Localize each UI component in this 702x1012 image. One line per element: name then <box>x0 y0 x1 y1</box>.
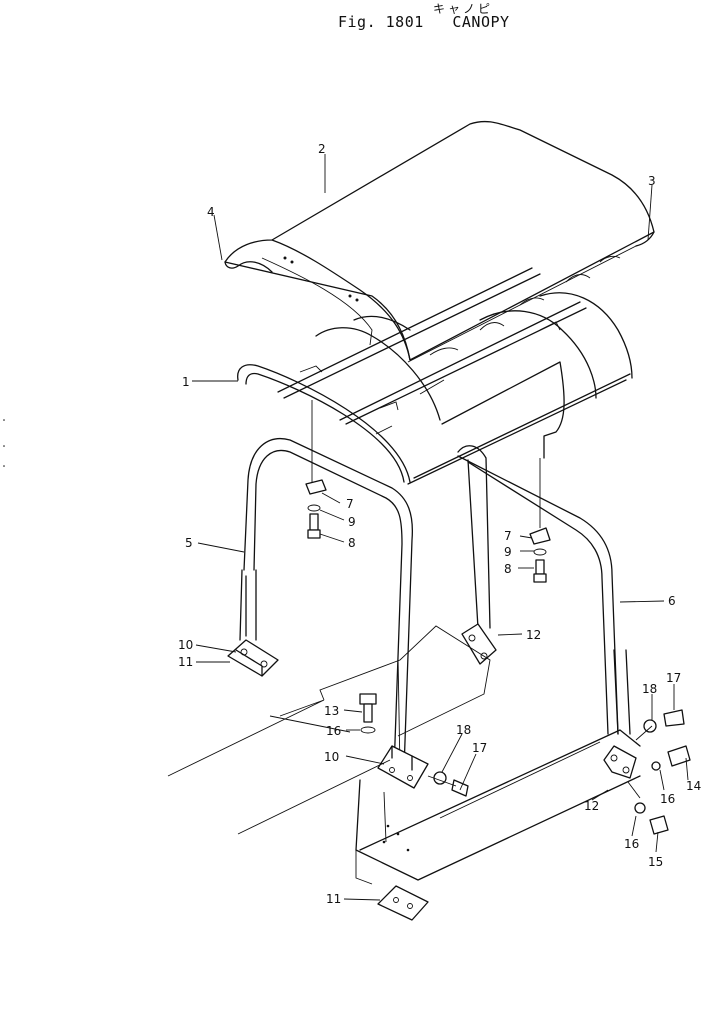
callout-10-front: 10 <box>324 750 339 764</box>
callout-15: 15 <box>648 855 663 869</box>
figure-number: Fig. 1801 <box>338 13 424 31</box>
callout-13: 13 <box>324 704 339 718</box>
figure-name: CANOPY <box>452 13 510 31</box>
callout-8-left: 8 <box>348 536 356 550</box>
callout-12-right: 12 <box>584 799 599 813</box>
callout-5: 5 <box>185 536 193 550</box>
right-roll-bar <box>457 455 631 735</box>
callout-18-right: 18 <box>642 682 657 696</box>
callout-17-front: 17 <box>472 741 487 755</box>
machine-body-outline <box>167 625 641 885</box>
right-side-bracket <box>603 745 637 779</box>
clamp-and-bolt-left <box>305 400 327 539</box>
callout-17-right: 17 <box>666 671 681 685</box>
callout-9-left: 9 <box>348 515 356 529</box>
callout-11-left: 11 <box>178 655 193 669</box>
callout-6: 6 <box>668 594 676 608</box>
margin-marks <box>3 419 5 467</box>
canopy-frame <box>237 267 633 485</box>
callout-1: 1 <box>182 375 190 389</box>
callout-16-left: 16 <box>326 724 341 738</box>
callout-9-right: 9 <box>504 545 512 559</box>
callout-16-lower: 16 <box>624 837 639 851</box>
callout-7-right: 7 <box>504 529 512 543</box>
rear-foot-bracket <box>461 623 497 665</box>
callout-labels: 1 2 3 4 5 6 7 9 8 7 9 8 10 11 12 13 16 1… <box>178 142 701 906</box>
callout-4: 4 <box>207 205 215 219</box>
callout-10-left: 10 <box>178 638 193 652</box>
callout-leaders <box>192 154 689 901</box>
callout-14: 14 <box>686 779 701 793</box>
bottom-mount-plate <box>377 885 429 921</box>
vertical-bolt-13 <box>359 693 377 734</box>
clamp-and-bolt-right <box>529 458 551 583</box>
left-roll-bar <box>239 438 491 771</box>
callout-18-front: 18 <box>456 723 471 737</box>
callout-11-bottom: 11 <box>326 892 341 906</box>
canopy-roof-panel <box>224 120 655 363</box>
front-foot-bracket <box>377 745 429 789</box>
callout-2: 2 <box>318 142 326 156</box>
callout-12-rear: 12 <box>526 628 541 642</box>
callout-7-left: 7 <box>346 497 354 511</box>
figure-title: Fig. 1801 CANOPY <box>338 13 510 31</box>
figure-title-japanese: キャノピ <box>433 2 494 16</box>
left-foot-bracket <box>227 639 279 677</box>
callout-3: 3 <box>648 174 656 188</box>
right-bolt-set <box>627 709 691 835</box>
callout-16-right: 16 <box>660 792 675 806</box>
callout-8-right: 8 <box>504 562 512 576</box>
front-bolt-set <box>427 771 469 797</box>
